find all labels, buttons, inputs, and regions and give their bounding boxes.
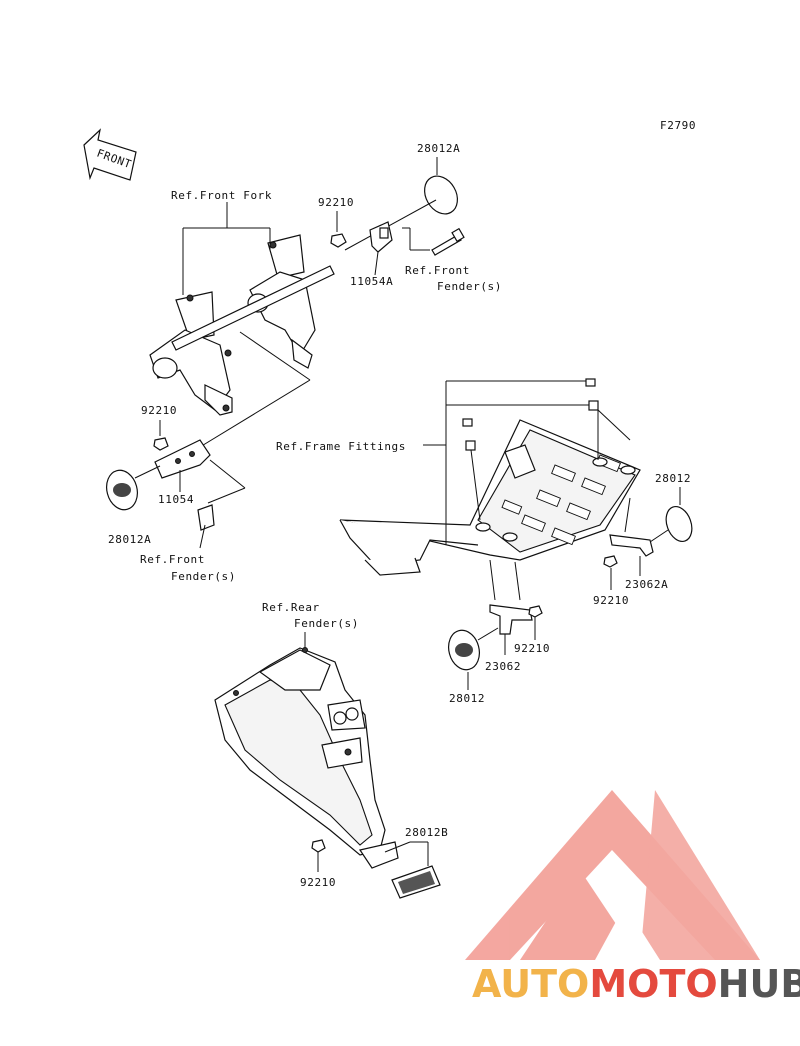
fork-ref-lines bbox=[182, 202, 271, 295]
part-23062A-label: 23062A bbox=[625, 578, 668, 591]
nut-92210-bottom bbox=[311, 839, 326, 853]
part-11054A-label: 11054A bbox=[350, 275, 393, 288]
bolt-top bbox=[431, 227, 465, 256]
ref-frame-fittings-label: Ref.Frame Fittings bbox=[276, 440, 406, 453]
reflector-28012B bbox=[359, 841, 441, 899]
watermark-part-auto: AUTO bbox=[472, 962, 590, 1006]
nut-92210-right bbox=[603, 555, 618, 568]
figure-code: F2790 bbox=[660, 119, 696, 132]
bracket-11054A bbox=[369, 221, 393, 253]
rear-fender bbox=[214, 647, 386, 856]
bracket-23062A bbox=[609, 534, 654, 557]
bracket-23062 bbox=[489, 604, 533, 635]
front-fork-assembly bbox=[149, 234, 335, 416]
front-direction-arrow: FRONT bbox=[83, 128, 137, 181]
watermark-part-hub: HUB bbox=[717, 962, 800, 1006]
part-28012-right-label: 28012 bbox=[655, 472, 691, 485]
reflector-28012-right bbox=[665, 505, 693, 543]
part-28012A-left-label: 28012A bbox=[108, 533, 151, 546]
nut-92210-top bbox=[330, 233, 347, 248]
reflector-28012A-left bbox=[106, 469, 138, 511]
bolt-left bbox=[197, 504, 215, 549]
watermark-logo bbox=[465, 790, 760, 960]
part-23062-label: 23062 bbox=[485, 660, 521, 673]
ref-front-fender-left-label-1: Ref.Front bbox=[140, 553, 205, 566]
part-28012-mid-label: 28012 bbox=[449, 692, 485, 705]
watermark-text: AUTOMOTOHUB bbox=[472, 962, 800, 1006]
part-92210-left-label: 92210 bbox=[141, 404, 177, 417]
part-92210-right-label: 92210 bbox=[593, 594, 629, 607]
nut-92210-left bbox=[153, 437, 169, 451]
part-28012B-label: 28012B bbox=[405, 826, 448, 839]
frame-fitting-bolts bbox=[462, 378, 599, 451]
bracket-11054 bbox=[154, 439, 211, 479]
ref-front-fender-top-label-2: Fender(s) bbox=[437, 280, 502, 293]
part-92210-top-label: 92210 bbox=[318, 196, 354, 209]
part-11054-label: 11054 bbox=[158, 493, 194, 506]
watermark-part-moto: MOTO bbox=[589, 962, 718, 1006]
ref-rear-fender-label-1: Ref.Rear bbox=[262, 601, 320, 614]
part-92210-bottom-label: 92210 bbox=[300, 876, 336, 889]
ref-rear-fender-label-2: Fender(s) bbox=[294, 617, 359, 630]
rear-carrier-rack bbox=[339, 419, 641, 576]
part-28012A-top-label: 28012A bbox=[417, 142, 460, 155]
reflector-28012A-top bbox=[424, 175, 458, 215]
ref-front-fork-label: Ref.Front Fork bbox=[171, 189, 272, 202]
reflector-28012-mid bbox=[448, 629, 480, 671]
part-92210-mid-label: 92210 bbox=[514, 642, 550, 655]
ref-front-fender-top-label-1: Ref.Front bbox=[405, 264, 470, 277]
ref-front-fender-left-label-2: Fender(s) bbox=[171, 570, 236, 583]
nut-92210-mid bbox=[528, 605, 543, 618]
